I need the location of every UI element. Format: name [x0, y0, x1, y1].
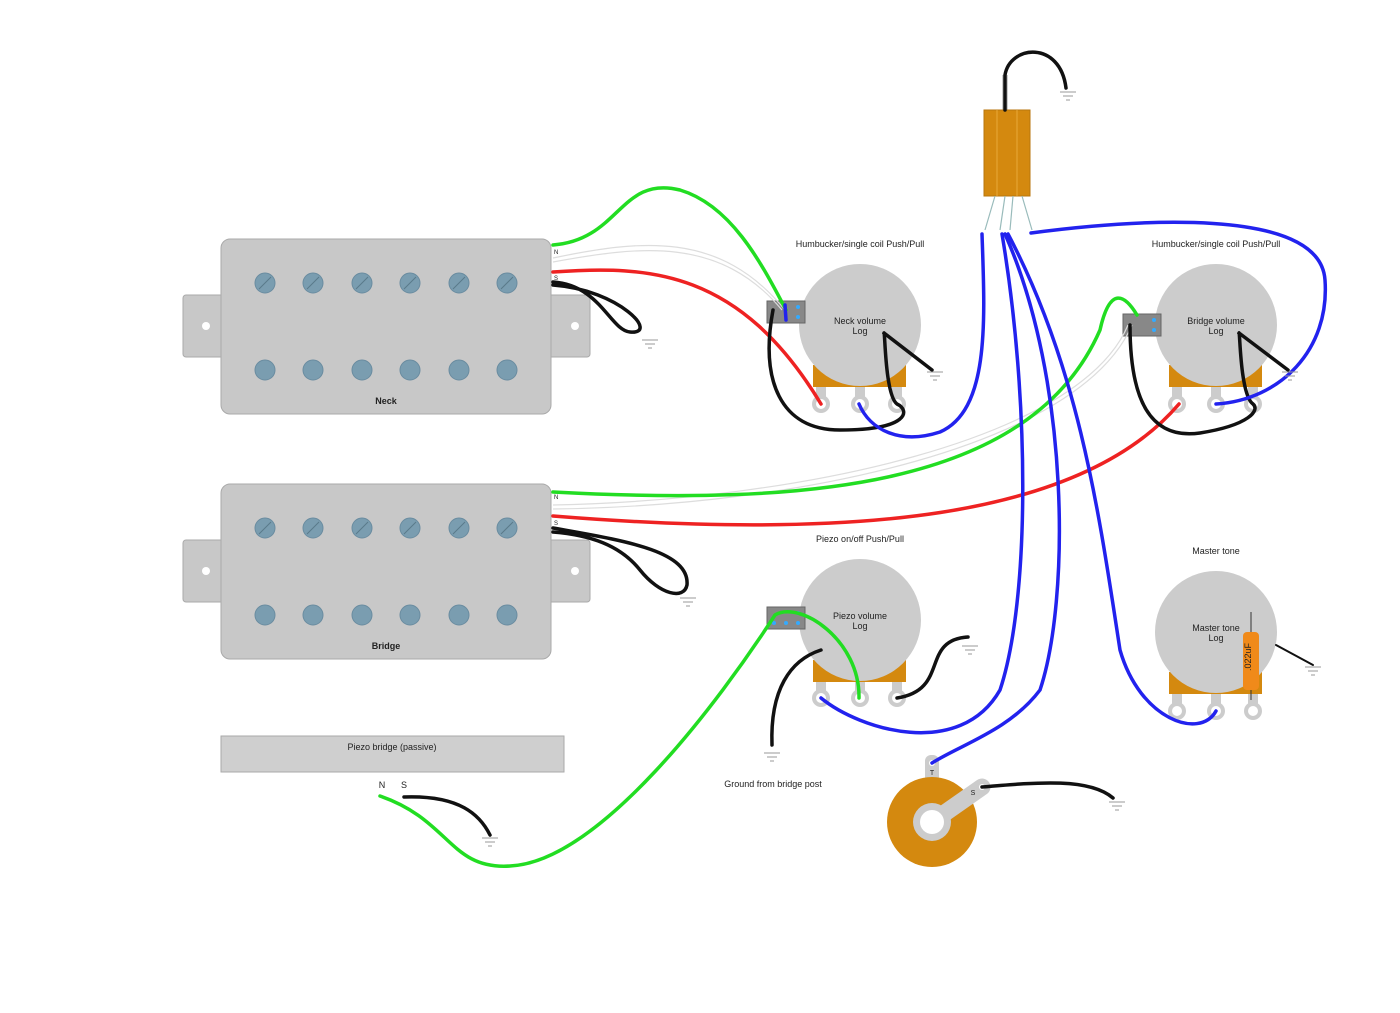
ground-icon — [1305, 666, 1321, 676]
wire-piezo-green — [378, 610, 861, 868]
piezo-label: Piezo bridge (passive) — [347, 742, 436, 752]
output-jack: T S — [887, 755, 991, 867]
pole-piece — [399, 359, 421, 381]
lead-s: S — [554, 521, 558, 527]
capacitor-value: .022uF — [1243, 642, 1253, 671]
ground-icon — [1060, 91, 1076, 101]
wire-neck-red — [551, 268, 823, 406]
wires — [378, 50, 1328, 868]
pole-piece — [448, 359, 470, 381]
pole-piece — [351, 359, 373, 381]
ground-note: Ground from bridge post — [724, 779, 822, 789]
pot-taper: Log — [1208, 633, 1223, 643]
ground-icon — [482, 837, 498, 847]
switch-jumper-neck — [783, 303, 788, 322]
wire-piezo-out — [819, 232, 1025, 735]
pot-name: Bridge volume — [1187, 316, 1245, 326]
wire-neck-pot-ground — [767, 308, 934, 432]
ground-icon — [1109, 801, 1125, 811]
wire-jack-tip — [930, 232, 1062, 765]
push-pull-switch[interactable] — [1122, 313, 1162, 337]
ground-icon — [1282, 371, 1298, 381]
pot-title: Master tone — [1192, 546, 1240, 556]
ground-icon — [764, 752, 780, 762]
tone-capacitor: .022uF — [1243, 612, 1259, 700]
wire-component-ground — [1003, 50, 1068, 112]
pole-piece — [254, 359, 276, 381]
wire-piezo-ground — [402, 795, 492, 837]
neck-pickup: Neck N S — [182, 238, 591, 415]
piezo-bridge: Piezo bridge (passive) N S — [220, 735, 565, 790]
ground-icon — [927, 371, 943, 381]
jack-tip-label: T — [930, 770, 935, 777]
ground-icon — [642, 339, 658, 349]
pole-piece — [496, 604, 518, 626]
pot-title: Humbucker/single coil Push/Pull — [796, 239, 925, 249]
pole-piece — [496, 359, 518, 381]
ground-icon — [962, 645, 978, 655]
pole-piece — [302, 604, 324, 626]
wire-bridge-ground — [551, 526, 689, 596]
neck-pickup-label: Neck — [375, 396, 398, 406]
pole-piece — [302, 359, 324, 381]
piezo-lead-n: N — [379, 780, 386, 790]
pot-taper: Log — [1208, 326, 1223, 336]
wire-neck-out — [857, 232, 986, 439]
lead-n: N — [554, 495, 558, 501]
wire-tone-ground — [1275, 644, 1314, 666]
wire-bridge-green — [551, 296, 1139, 498]
white-wires — [552, 244, 1133, 510]
pot-title: Humbucker/single coil Push/Pull — [1152, 239, 1281, 249]
wire-tone — [1006, 232, 1218, 726]
pot-taper: Log — [852, 326, 867, 336]
wire-bridge-pot-ground — [1128, 323, 1290, 436]
wire-bridge-out — [1029, 220, 1328, 406]
wire-neck-green — [551, 186, 788, 312]
wirewound-component — [983, 75, 1033, 231]
pot-name: Piezo volume — [833, 611, 887, 621]
wire-piezo-pot-ground — [895, 635, 970, 700]
pot-name: Neck volume — [834, 316, 886, 326]
wire-bridge-red — [551, 402, 1181, 527]
pot-taper: Log — [852, 621, 867, 631]
bridge-pickup: Bridge N S — [182, 483, 591, 660]
pole-piece — [254, 604, 276, 626]
pole-piece — [351, 604, 373, 626]
wire-ground-bridge-post — [770, 648, 823, 747]
wire-jack-sleeve — [980, 781, 1115, 800]
pole-piece — [448, 604, 470, 626]
ground-icon — [680, 597, 696, 607]
pot-name: Master tone — [1192, 623, 1240, 633]
ground-symbols — [482, 91, 1321, 847]
pole-piece — [399, 604, 421, 626]
bridge-pickup-label: Bridge — [372, 641, 401, 651]
wire-neck-ground — [551, 280, 642, 334]
jack-sleeve-label: S — [971, 790, 976, 797]
piezo-lead-s: S — [401, 780, 407, 790]
lead-s: S — [554, 276, 558, 282]
pot-title: Piezo on/off Push/Pull — [816, 534, 904, 544]
lead-n: N — [554, 250, 558, 256]
